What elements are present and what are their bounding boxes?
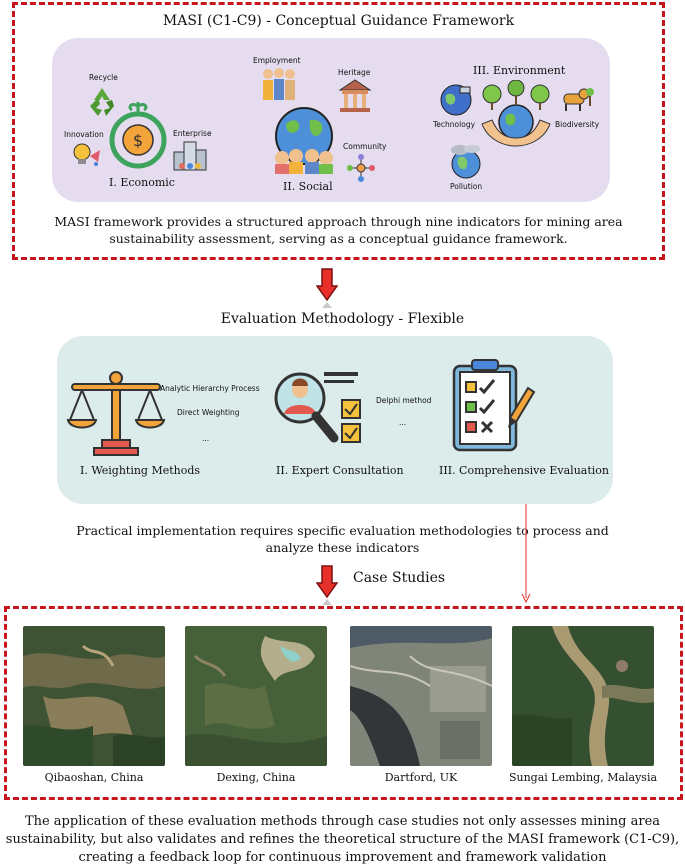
framework-box xyxy=(12,2,665,260)
case-photo-sungai-lembing xyxy=(512,626,654,766)
scale-icon xyxy=(66,371,166,456)
social-globe-icon xyxy=(275,107,333,174)
expert-more-label: ... xyxy=(399,418,407,427)
methodology-title: Evaluation Methodology - Flexible xyxy=(220,311,465,327)
ahp-label: Analytic Hierarchy Process xyxy=(160,384,260,393)
employment-icon xyxy=(263,68,295,100)
framework-title: MASI (C1-C9) - Conceptual Guidance Frame… xyxy=(162,13,515,29)
down-arrow-2 xyxy=(316,565,338,599)
biodiversity-icon xyxy=(563,88,594,111)
community-label: Community xyxy=(343,142,387,151)
expert-consultation-label: II. Expert Consultation xyxy=(276,464,404,477)
biodiversity-label: Biodiversity xyxy=(555,120,600,129)
weighting-methods-label: I. Weighting Methods xyxy=(80,464,201,477)
environment-label: III. Environment xyxy=(473,64,566,77)
technology-label: Technology xyxy=(433,120,476,129)
thin-red-arrow xyxy=(521,504,531,604)
case-photo-qibaoshan xyxy=(23,626,165,766)
heritage-icon xyxy=(338,79,372,112)
employment-label: Employment xyxy=(253,56,301,65)
pollution-label: Pollution xyxy=(450,182,483,191)
conclusion-line1: The application of these evaluation meth… xyxy=(24,814,661,829)
direct-weighting-label: Direct Weighting xyxy=(177,408,240,417)
methodology-description-line2: analyze these indicators xyxy=(265,540,420,555)
comprehensive-evaluation-label: III. Comprehensive Evaluation xyxy=(439,464,609,477)
environment-hands-globe-icon xyxy=(481,80,551,147)
down-arrow-1 xyxy=(316,268,338,302)
checklist-icon xyxy=(452,359,536,452)
case-name-sungai-lembing: Sungai Lembing, Malaysia xyxy=(508,771,658,784)
svg-text:$: $ xyxy=(133,131,143,150)
economic-label: I. Economic xyxy=(109,176,175,189)
pollution-icon xyxy=(451,145,481,179)
recycle-label: Recycle xyxy=(89,73,118,82)
framework-description-line1: MASI framework provides a structured app… xyxy=(54,214,623,229)
case-name-dartford: Dartford, UK xyxy=(384,771,458,784)
framework-description-line2: sustainability assessment, serving as a … xyxy=(109,231,568,246)
conclusion-line2: sustainability, but also validates and r… xyxy=(5,832,680,847)
enterprise-label: Enterprise xyxy=(173,129,212,138)
small-gray-arrowhead-2 xyxy=(322,599,332,605)
case-photo-dartford xyxy=(350,626,492,766)
small-gray-arrowhead-1 xyxy=(322,302,332,308)
case-name-dexing: Dexing, China xyxy=(216,771,296,784)
recycle-icon xyxy=(90,88,114,116)
case-photo-dexing xyxy=(185,626,327,766)
community-icon xyxy=(347,154,375,182)
conclusion-line3: creating a feedback loop for continuous … xyxy=(78,850,607,865)
expert-search-icon xyxy=(274,372,361,443)
weighting-more-label: ... xyxy=(202,434,210,443)
heritage-label: Heritage xyxy=(338,68,371,77)
social-label: II. Social xyxy=(283,180,333,193)
technology-icon xyxy=(440,84,472,116)
innovation-icon xyxy=(73,143,100,166)
case-studies-box xyxy=(4,606,683,800)
innovation-label: Innovation xyxy=(64,130,104,139)
delphi-label: Delphi method xyxy=(376,396,432,405)
enterprise-icon xyxy=(173,141,207,171)
case-studies-title: Case Studies xyxy=(353,570,446,586)
coin-growth-icon: $ xyxy=(109,102,167,169)
case-name-qibaoshan: Qibaoshan, China xyxy=(44,771,144,784)
methodology-description-line1: Practical implementation requires specif… xyxy=(76,523,609,538)
